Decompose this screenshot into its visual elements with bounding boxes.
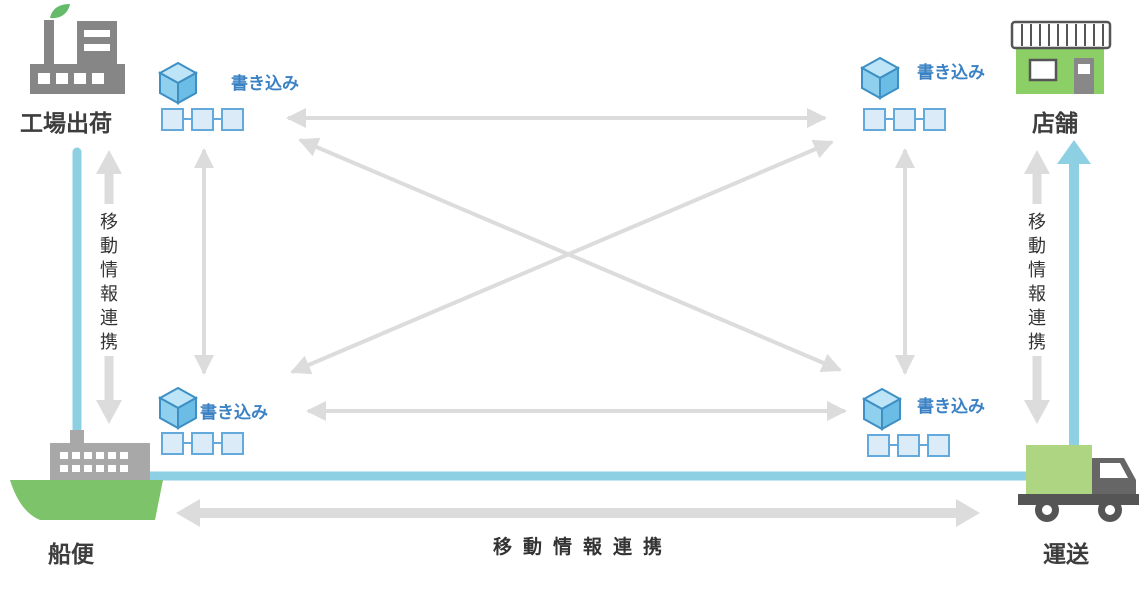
vertical-char: 移 bbox=[1028, 212, 1046, 233]
cube-icon bbox=[859, 56, 901, 100]
truck-icon bbox=[1018, 445, 1139, 522]
ledger-top-right: 書き込み bbox=[859, 56, 985, 131]
vertical-char: 携 bbox=[1028, 332, 1046, 353]
info-link-left bbox=[94, 150, 124, 424]
cube-icon bbox=[157, 386, 199, 430]
ledger-bottom-right: 書き込み bbox=[861, 387, 985, 457]
ship-icon bbox=[10, 430, 163, 520]
info-link-right-label: 移動情報連携 bbox=[1028, 212, 1046, 353]
vertical-char: 連 bbox=[100, 308, 118, 329]
vertical-char: 動 bbox=[1028, 236, 1046, 257]
store-icon bbox=[1010, 20, 1112, 94]
ledger-write-label: 書き込み bbox=[231, 73, 299, 94]
vertical-char: 情 bbox=[100, 260, 118, 281]
store-label: 店舗 bbox=[1032, 111, 1078, 137]
vertical-char: 情 bbox=[1028, 260, 1046, 281]
arrowhead-left-icon bbox=[176, 499, 200, 527]
ledger-bottom-left: 書き込み bbox=[157, 386, 268, 455]
chain-blocks-icon bbox=[863, 108, 946, 131]
leaf-icon bbox=[50, 4, 70, 19]
chain-blocks-icon bbox=[161, 108, 244, 131]
arrow-diagonal-up bbox=[290, 139, 834, 375]
chain-blocks-icon bbox=[867, 434, 950, 457]
truck-label: 運送 bbox=[1043, 541, 1089, 568]
info-link-bottom bbox=[176, 499, 980, 527]
cube-icon bbox=[861, 387, 903, 431]
ledger-write-label: 書き込み bbox=[917, 396, 985, 417]
arrowhead-up-icon bbox=[96, 150, 122, 174]
vertical-char: 連 bbox=[1028, 308, 1046, 329]
info-link-bottom-label: 移動情報連携 bbox=[493, 535, 673, 558]
info-sharing-arrows bbox=[194, 108, 915, 421]
ledger-write-label: 書き込み bbox=[917, 62, 985, 83]
route-arrowhead-icon bbox=[1057, 140, 1091, 164]
arrowhead-down-icon bbox=[1024, 400, 1050, 424]
vertical-char: 移 bbox=[100, 212, 118, 233]
factory-icon bbox=[30, 4, 125, 94]
arrowhead-right-icon bbox=[956, 499, 980, 527]
ship-label: 船便 bbox=[48, 541, 95, 568]
vertical-char: 携 bbox=[100, 332, 118, 353]
transport-route bbox=[72, 140, 1091, 481]
ledger-top-left: 書き込み bbox=[157, 61, 299, 131]
vertical-char: 動 bbox=[100, 236, 118, 257]
vertical-char: 報 bbox=[100, 284, 118, 305]
info-link-left-label: 移動情報連携 bbox=[100, 212, 118, 353]
chain-blocks-icon bbox=[161, 432, 244, 455]
factory-label: 工場出荷 bbox=[20, 111, 112, 137]
vertical-char: 報 bbox=[1028, 284, 1046, 305]
ledger-write-label: 書き込み bbox=[200, 402, 268, 423]
arrowhead-up-icon bbox=[1024, 150, 1050, 174]
info-link-right bbox=[1022, 150, 1052, 424]
cube-icon bbox=[157, 61, 199, 105]
arrowhead-down-icon bbox=[96, 400, 122, 424]
